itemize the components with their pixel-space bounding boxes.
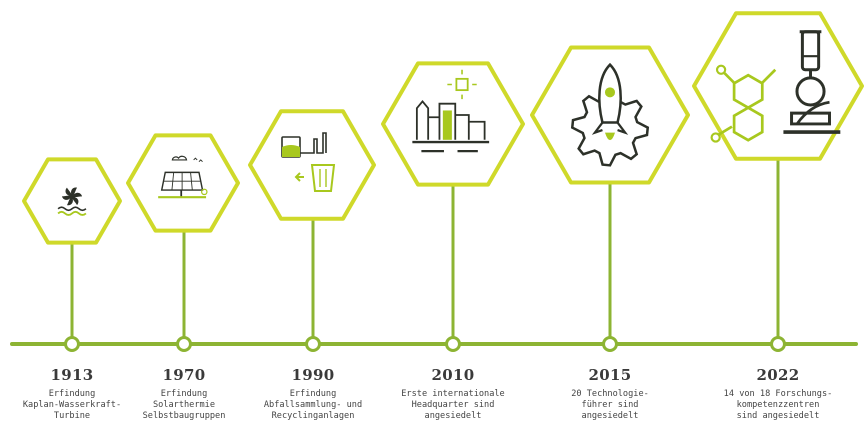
timeline-node [602, 336, 618, 352]
year-label: 2015 [588, 366, 632, 384]
solar-panel-icon [158, 155, 208, 199]
milestone-2010 [381, 61, 525, 352]
turbine-water-icon [57, 187, 87, 216]
year-label: 2010 [431, 366, 475, 384]
timeline-node [176, 336, 192, 352]
timeline-node [770, 336, 786, 352]
milestone-1970 [126, 133, 240, 352]
year-label: 1990 [291, 366, 335, 384]
milestone-1990 [248, 109, 376, 352]
timeline-node [64, 336, 80, 352]
year-label: 2022 [756, 366, 800, 384]
hexagon-frame [381, 61, 525, 187]
hexagon-frame [126, 133, 240, 233]
timeline-node [445, 336, 461, 352]
timeline-node [305, 336, 321, 352]
milestone-1913 [22, 157, 122, 352]
city-headquarter-icon [412, 69, 490, 153]
rocket-gear-icon [570, 62, 650, 167]
year-label: 1913 [50, 366, 94, 384]
molecule-microscope-icon [710, 30, 841, 143]
year-label: 1970 [162, 366, 206, 384]
waste-recycling-icon [281, 132, 336, 192]
milestone-2015 [530, 45, 690, 352]
milestone-2022 [692, 11, 864, 352]
